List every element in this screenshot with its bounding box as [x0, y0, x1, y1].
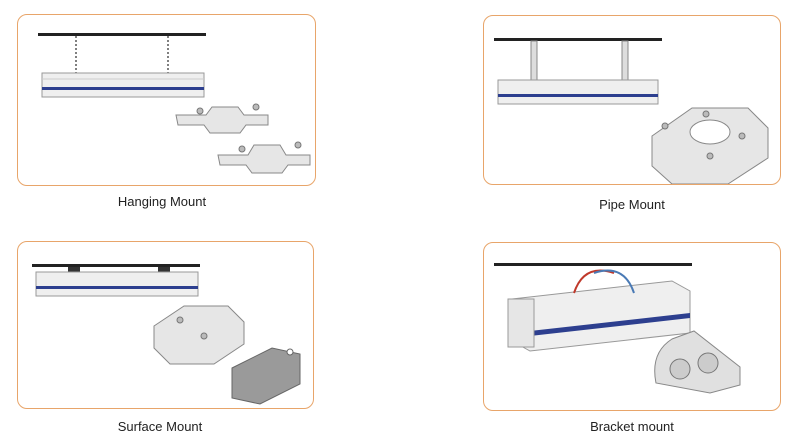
hanging-mount-caption: Hanging Mount [117, 194, 207, 209]
pipe-mount-caption: Pipe Mount [599, 197, 665, 212]
bracket-mount-panel [483, 242, 781, 411]
bracket-mount-illustration [494, 263, 741, 394]
surface-mount-caption: Surface Mount [117, 419, 203, 434]
bracket-mount-caption: Bracket mount [590, 419, 674, 434]
hanging-mount-illustration [38, 33, 311, 174]
pipe-mount-illustration [494, 38, 769, 184]
surface-mount-panel [17, 241, 314, 409]
pipe-mount-panel [483, 15, 781, 185]
surface-mount-illustration [32, 264, 301, 405]
hanging-mount-panel [17, 14, 316, 186]
